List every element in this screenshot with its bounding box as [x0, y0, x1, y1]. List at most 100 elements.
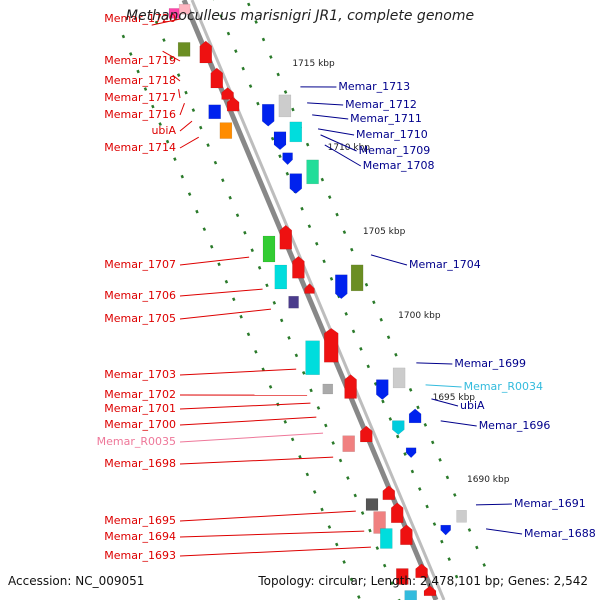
- gene-glyph: [274, 264, 288, 290]
- gene-glyph: [396, 568, 409, 585]
- label-leader-line: [485, 528, 523, 535]
- gene-label-left: Memar_1707: [104, 258, 176, 271]
- gene-glyph: [456, 510, 467, 523]
- gene-glyph: [404, 590, 417, 600]
- gene-label-right: Memar_1691: [514, 497, 586, 510]
- gene-label-left: ubiA: [151, 124, 176, 137]
- gene-glyph: [208, 104, 221, 120]
- gene-glyph: [278, 94, 292, 118]
- gene-glyph: [392, 420, 405, 435]
- gene-glyph: [305, 340, 320, 375]
- kbp-marker: 1690 kbp: [467, 475, 510, 485]
- gene-label-right: ubiA: [460, 399, 485, 412]
- gene-glyph: [405, 447, 417, 459]
- gene-glyph: [289, 121, 303, 143]
- gene-glyph: [306, 159, 319, 185]
- gene-glyph: [210, 67, 224, 89]
- gene-glyph: [376, 379, 389, 400]
- label-leader-line: [431, 398, 459, 407]
- gene-label-left: Memar_1705: [104, 312, 176, 325]
- gene-glyph: [415, 563, 428, 579]
- kbp-marker: 1705 kbp: [363, 227, 406, 237]
- gene-label-right: Memar_1712: [345, 98, 417, 111]
- kbp-marker: 1700 kbp: [398, 311, 441, 321]
- label-leader-line: [312, 114, 349, 120]
- label-leader-line: [179, 510, 356, 522]
- label-leader-line: [178, 89, 181, 99]
- gene-label-left: Memar_1695: [104, 514, 176, 527]
- gene-glyph: [390, 502, 404, 524]
- gene-glyph: [335, 274, 348, 300]
- summary-text: Topology: circular; Length: 2,478,101 bp…: [258, 574, 588, 588]
- label-leader-line: [151, 18, 181, 26]
- gene-label-left: Memar_1703: [104, 368, 176, 381]
- gene-label-left: Memar_1706: [104, 289, 176, 302]
- gene-label-right: Memar_1708: [363, 159, 435, 172]
- gene-glyph: [177, 42, 191, 57]
- gene-glyph: [440, 524, 451, 536]
- label-leader-line: [475, 503, 512, 506]
- gene-label-left: Memar_R0035: [97, 435, 176, 448]
- gene-glyph: [289, 173, 303, 194]
- label-leader-line: [179, 288, 263, 297]
- gene-glyph: [304, 283, 315, 294]
- label-leader-line: [162, 50, 181, 62]
- gene-label-left: Memar_1719: [104, 54, 176, 67]
- gene-glyph: [382, 485, 396, 501]
- gene-glyph: [168, 8, 181, 19]
- label-leader-line: [416, 362, 453, 365]
- label-leader-line: [179, 102, 185, 116]
- label-leader-line: [179, 402, 311, 410]
- gene-glyph: [322, 383, 334, 395]
- gene-glyph: [342, 435, 355, 452]
- label-leader-line: [179, 256, 250, 266]
- gene-label-right: Memar_1699: [454, 357, 526, 370]
- gene-glyph: [323, 327, 339, 363]
- gene-label-left: Memar_1718: [104, 74, 176, 87]
- gene-label-right: Memar_1710: [356, 128, 428, 141]
- label-leader-line: [179, 530, 365, 538]
- gene-glyph: [380, 528, 393, 549]
- gene-glyph: [199, 40, 213, 64]
- label-leader-line: [179, 456, 334, 465]
- gene-glyph: [273, 131, 287, 151]
- label-leader-line: [317, 128, 355, 136]
- gene-glyph: [292, 255, 305, 279]
- gene-label-left: Memar_1717: [104, 91, 176, 104]
- label-leader-line: [179, 546, 371, 557]
- label-leader-line: [179, 308, 272, 320]
- gene-label-right: Memar_1711: [350, 112, 422, 125]
- gene-label-left: Memar_1700: [104, 418, 176, 431]
- gene-glyph: [226, 96, 240, 112]
- gene-glyph: [219, 122, 233, 139]
- gene-glyph: [288, 295, 299, 309]
- label-leader-line: [179, 432, 324, 443]
- gene-label-right: Memar_1696: [479, 419, 551, 432]
- genome-backbone: [181, 0, 439, 600]
- kbp-marker: 1715 kbp: [292, 59, 335, 69]
- gene-glyph: [392, 367, 406, 389]
- gene-glyph: [279, 224, 293, 250]
- gene-glyph: [262, 235, 276, 263]
- label-leader-line: [172, 74, 181, 82]
- gene-label-left: Memar_1694: [104, 530, 176, 543]
- gene-label-right: Memar_R0034: [464, 380, 543, 393]
- gene-label-left: Memar_1693: [104, 549, 176, 562]
- accession-text: Accession: NC_009051: [8, 574, 145, 588]
- gene-label-left: Memar_1702: [104, 388, 176, 401]
- map-title: Methanoculleus marisnigri JR1, complete …: [125, 8, 475, 24]
- gene-glyph: [365, 498, 379, 511]
- gene-label-right: Memar_1709: [359, 144, 431, 157]
- label-leader-line: [307, 102, 344, 106]
- label-leader-line: [324, 144, 362, 167]
- gene-label-left: Memar_1714: [104, 141, 176, 154]
- gene-label-left: Memar_1716: [104, 108, 176, 121]
- gene-glyph: [360, 425, 373, 443]
- gene-label-right: Memar_1688: [524, 527, 596, 540]
- gene-glyph: [344, 374, 357, 399]
- label-leader-line: [179, 416, 317, 426]
- label-leader-line: [440, 420, 477, 427]
- label-leader-line: [179, 136, 199, 149]
- gene-glyph: [423, 585, 437, 597]
